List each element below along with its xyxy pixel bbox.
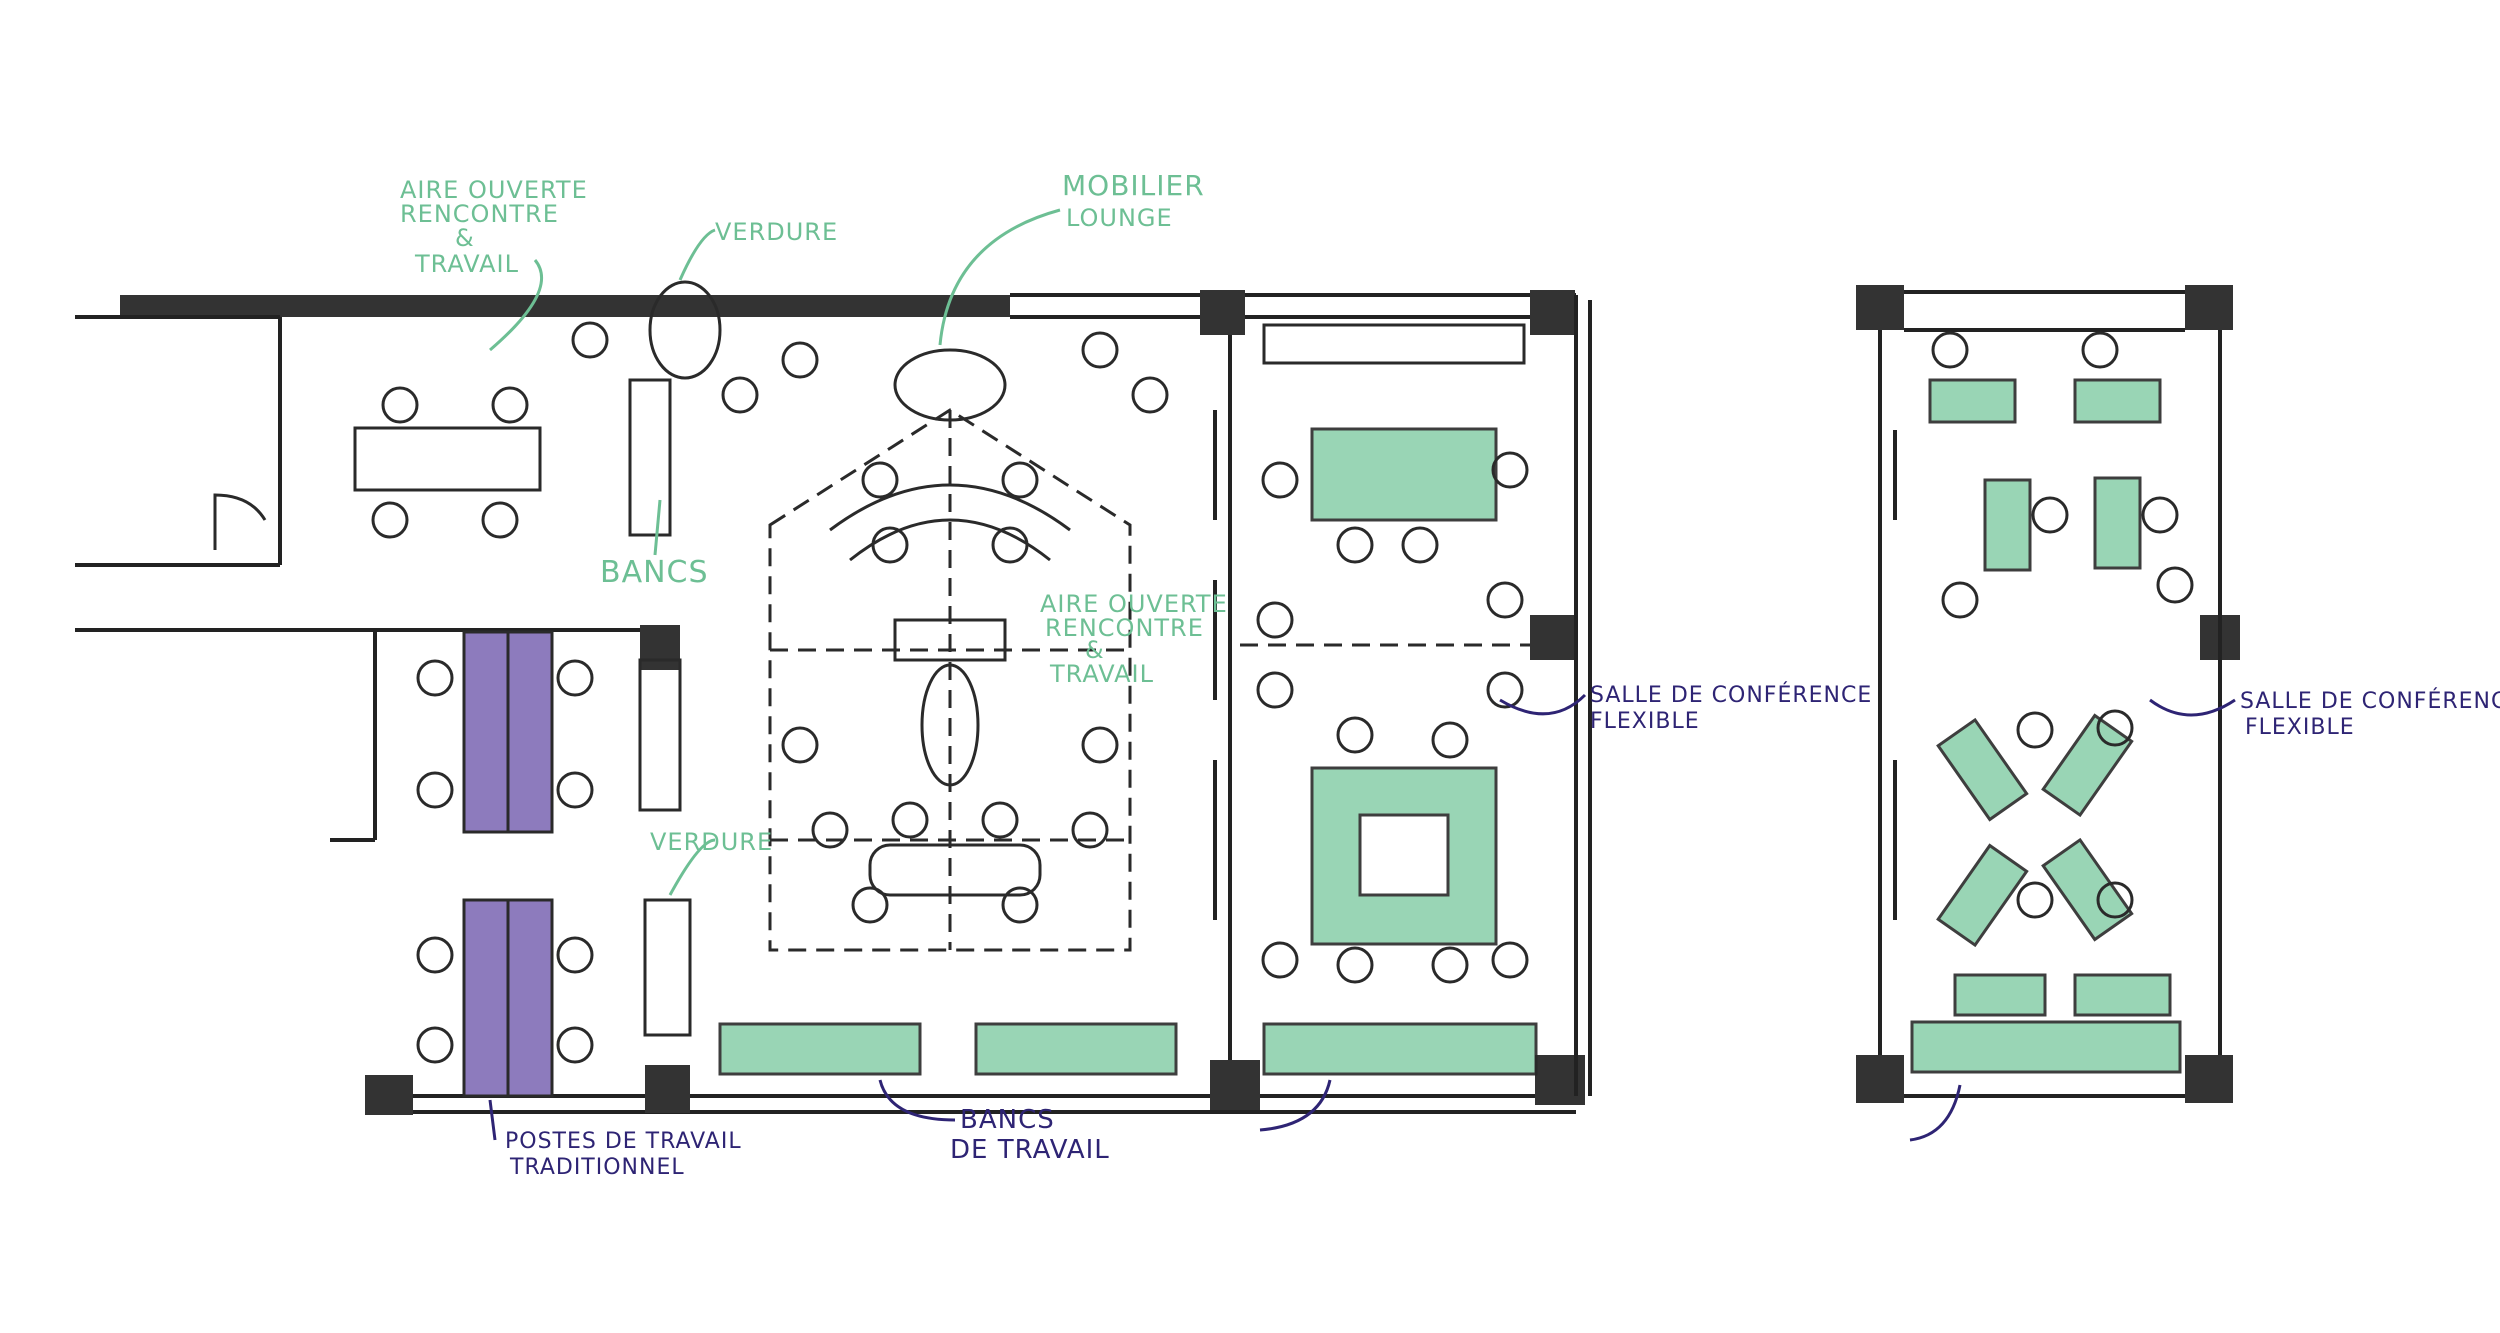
label-lounge: MOBILIER LOUNGE <box>1062 169 1213 232</box>
exterior-wall-top <box>120 295 1010 317</box>
chair <box>891 801 929 839</box>
chair <box>851 886 889 924</box>
label-open-area-center: AIRE OUVERTE RENCONTRE & TRAVAIL <box>1040 590 1236 688</box>
label-traditional-workstations: POSTES DE TRAVAIL TRADITIONNEL <box>505 1129 750 1180</box>
chair <box>1336 526 1374 564</box>
left-plan-walls <box>75 290 1592 1115</box>
chair <box>2096 709 2134 747</box>
conference-tables <box>1310 427 1498 946</box>
chair <box>571 321 609 359</box>
chair <box>556 771 594 809</box>
chair <box>1256 671 1294 709</box>
chair <box>556 936 594 974</box>
label-greenery-top: VERDURE <box>715 218 838 246</box>
chair <box>1336 946 1374 984</box>
chair <box>1256 601 1294 639</box>
credenza <box>1262 323 1526 365</box>
chair <box>1131 376 1169 414</box>
chair <box>2016 881 2054 919</box>
chair <box>861 461 899 499</box>
chair <box>1486 581 1524 619</box>
chair <box>871 526 909 564</box>
bench <box>628 378 672 537</box>
chair <box>381 386 419 424</box>
chair <box>1401 526 1439 564</box>
chair <box>1081 331 1119 369</box>
label-benches: BANCS <box>600 555 709 590</box>
label-conference-right: SALLE DE CONFÉRENCE FLEXIBLE <box>2240 688 2500 740</box>
meeting-table <box>353 426 542 492</box>
chairs <box>371 321 2194 1064</box>
chair <box>981 801 1019 839</box>
label-open-area-top: AIRE OUVERTE RENCONTRE & TRAVAIL <box>400 176 596 278</box>
chair <box>2016 711 2054 749</box>
chair <box>416 936 454 974</box>
chair <box>2156 566 2194 604</box>
chair <box>991 526 1029 564</box>
chair <box>556 1026 594 1064</box>
chair <box>1081 726 1119 764</box>
chair <box>556 659 594 697</box>
chair <box>2081 331 2119 369</box>
chair <box>1261 941 1299 979</box>
label-greenery-bottom: VERDURE <box>650 828 773 856</box>
chair <box>416 659 454 697</box>
chair <box>416 1026 454 1064</box>
label-conference-left: SALLE DE CONFÉRENCE FLEXIBLE <box>1590 682 1880 734</box>
chair <box>781 341 819 379</box>
chair <box>2141 496 2179 534</box>
chair <box>2096 881 2134 919</box>
lounge-pavilion <box>768 348 1132 952</box>
right-plan <box>1856 285 2240 1103</box>
chair <box>491 386 529 424</box>
chair <box>721 376 759 414</box>
bench <box>638 658 682 812</box>
chair <box>1931 331 1969 369</box>
chair <box>416 771 454 809</box>
chair <box>1431 721 1469 759</box>
chair <box>1001 461 1039 499</box>
work-benches <box>718 1022 1538 1076</box>
chair <box>1261 461 1299 499</box>
chair <box>1941 581 1979 619</box>
chair <box>2031 496 2069 534</box>
traditional-workstations <box>462 630 554 1098</box>
greenery-planter <box>648 280 722 380</box>
chair <box>1491 941 1529 979</box>
chair <box>811 811 849 849</box>
chair <box>1491 451 1529 489</box>
door-swing <box>213 493 267 550</box>
label-work-benches: BANCS DE TRAVAIL <box>950 1105 1110 1165</box>
chair <box>1431 946 1469 984</box>
chair <box>481 501 519 539</box>
chair <box>371 501 409 539</box>
greenery-planter <box>643 898 692 1037</box>
chair <box>1486 671 1524 709</box>
chair <box>1001 886 1039 924</box>
chair <box>1336 716 1374 754</box>
chair <box>781 726 819 764</box>
chair <box>1071 811 1109 849</box>
